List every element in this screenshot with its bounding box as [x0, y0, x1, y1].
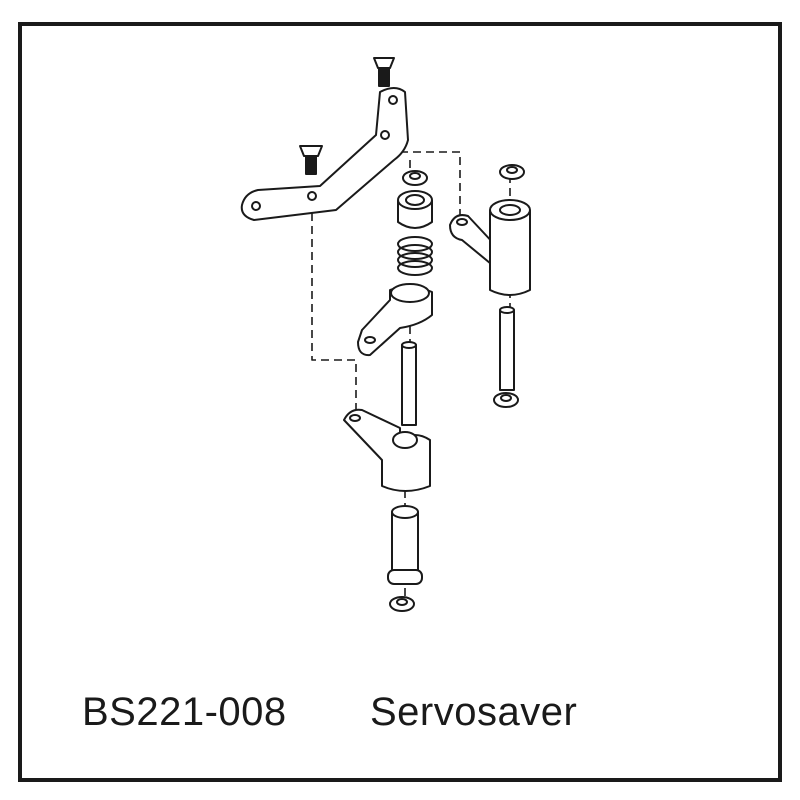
part-number: BS221-008 — [82, 690, 287, 734]
servo-saver-arm-lower — [343, 408, 431, 492]
servo-saver-arm-upper — [357, 283, 433, 357]
diagram-frame — [18, 22, 782, 782]
shaft-center — [401, 341, 417, 426]
screw-left — [299, 145, 323, 175]
shaft-right — [499, 306, 515, 391]
nut-center-bottom — [389, 596, 415, 612]
nut-center-top — [402, 170, 428, 186]
mounting-bracket — [240, 87, 409, 221]
spring — [397, 236, 433, 276]
nut-right-top — [499, 164, 525, 180]
screw-top — [373, 57, 395, 87]
post-right — [489, 199, 531, 296]
post-lower — [387, 505, 423, 585]
nut-right-bottom — [493, 392, 519, 408]
part-name: Servosaver — [370, 690, 578, 734]
bushing-center — [397, 190, 433, 229]
